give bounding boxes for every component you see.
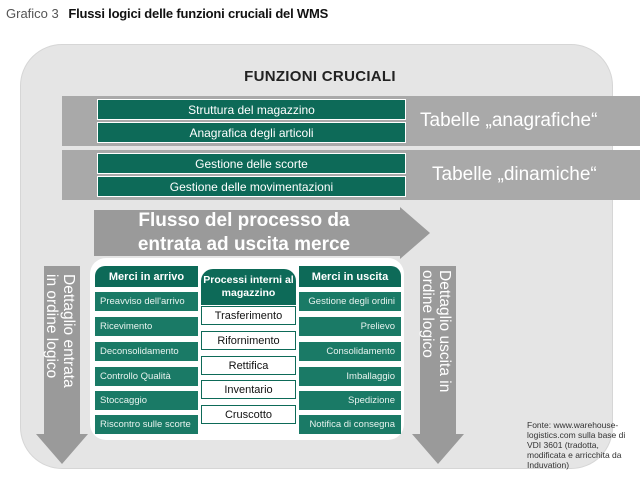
outbound-detail-line2: ordine logico bbox=[419, 270, 436, 358]
figure-heading: Grafico 3 Flussi logici delle funzioni c… bbox=[6, 6, 328, 21]
inbound-item: Ricevimento bbox=[95, 317, 198, 336]
internal-item: Rifornimento bbox=[201, 331, 296, 350]
inbound-item: Riscontro sulle scorte bbox=[95, 415, 198, 434]
outbound-column-title: Merci in uscita bbox=[299, 266, 401, 287]
process-flow-line2: entrata ad uscita merce bbox=[137, 234, 351, 255]
outbound-item: Spedizione bbox=[299, 391, 401, 410]
figure-title: Flussi logici delle funzioni cruciali de… bbox=[68, 6, 329, 21]
outbound-item: Prelievo bbox=[299, 317, 401, 336]
process-flow-text: Flusso del processo da entrata ad uscita… bbox=[94, 209, 394, 257]
outbound-detail-line1: Dettaglio uscita in bbox=[436, 270, 453, 393]
outbound-item: Imballaggio bbox=[299, 367, 401, 386]
master-item-article-registry: Anagrafica degli articoli bbox=[97, 122, 406, 143]
internal-item: Inventario bbox=[201, 380, 296, 399]
process-flow-arrow bbox=[94, 207, 430, 259]
internal-column-title: Processi interni al magazzino bbox=[201, 269, 296, 305]
inbound-detail-arrow bbox=[36, 266, 88, 464]
dynamic-item-stock-management: Gestione delle scorte bbox=[97, 153, 406, 174]
functions-title: FUNZIONI CRUCIALI bbox=[244, 68, 396, 85]
inbound-detail-line2: in ordine logico bbox=[43, 274, 60, 379]
inbound-item: Deconsolidamento bbox=[95, 342, 198, 361]
internal-item: Cruscotto bbox=[201, 405, 296, 424]
master-item-warehouse-structure: Struttura del magazzino bbox=[97, 99, 406, 120]
outbound-detail-arrow bbox=[412, 266, 464, 464]
internal-item: Rettifica bbox=[201, 356, 296, 375]
inbound-detail-text: Dettaglio entrata in ordine logico bbox=[43, 274, 77, 424]
process-flow-line1: Flusso del processo da bbox=[138, 210, 350, 231]
outbound-item: Gestione degli ordini bbox=[299, 292, 401, 311]
inbound-column-title: Merci in arrivo bbox=[95, 266, 198, 287]
inbound-item: Preavviso dell'arrivo bbox=[95, 292, 198, 311]
master-tables-label: Tabelle „anagrafiche“ bbox=[420, 110, 598, 131]
outbound-item: Consolidamento bbox=[299, 342, 401, 361]
dynamic-item-movement-management: Gestione delle movimentazioni bbox=[97, 176, 406, 197]
source-note: Fonte: www.warehouse-logistics.com sulla… bbox=[527, 420, 626, 470]
dynamic-tables-label: Tabelle „dinamiche“ bbox=[432, 164, 597, 185]
outbound-item: Notifica di consegna bbox=[299, 415, 401, 434]
figure-label: Grafico 3 bbox=[6, 6, 59, 21]
inbound-item: Controllo Qualità bbox=[95, 367, 198, 386]
internal-item: Trasferimento bbox=[201, 306, 296, 325]
inbound-item: Stoccaggio bbox=[95, 391, 198, 410]
inbound-detail-line1: Dettaglio entrata bbox=[60, 274, 77, 388]
outbound-detail-text: Dettaglio uscita in ordine logico bbox=[419, 270, 453, 430]
